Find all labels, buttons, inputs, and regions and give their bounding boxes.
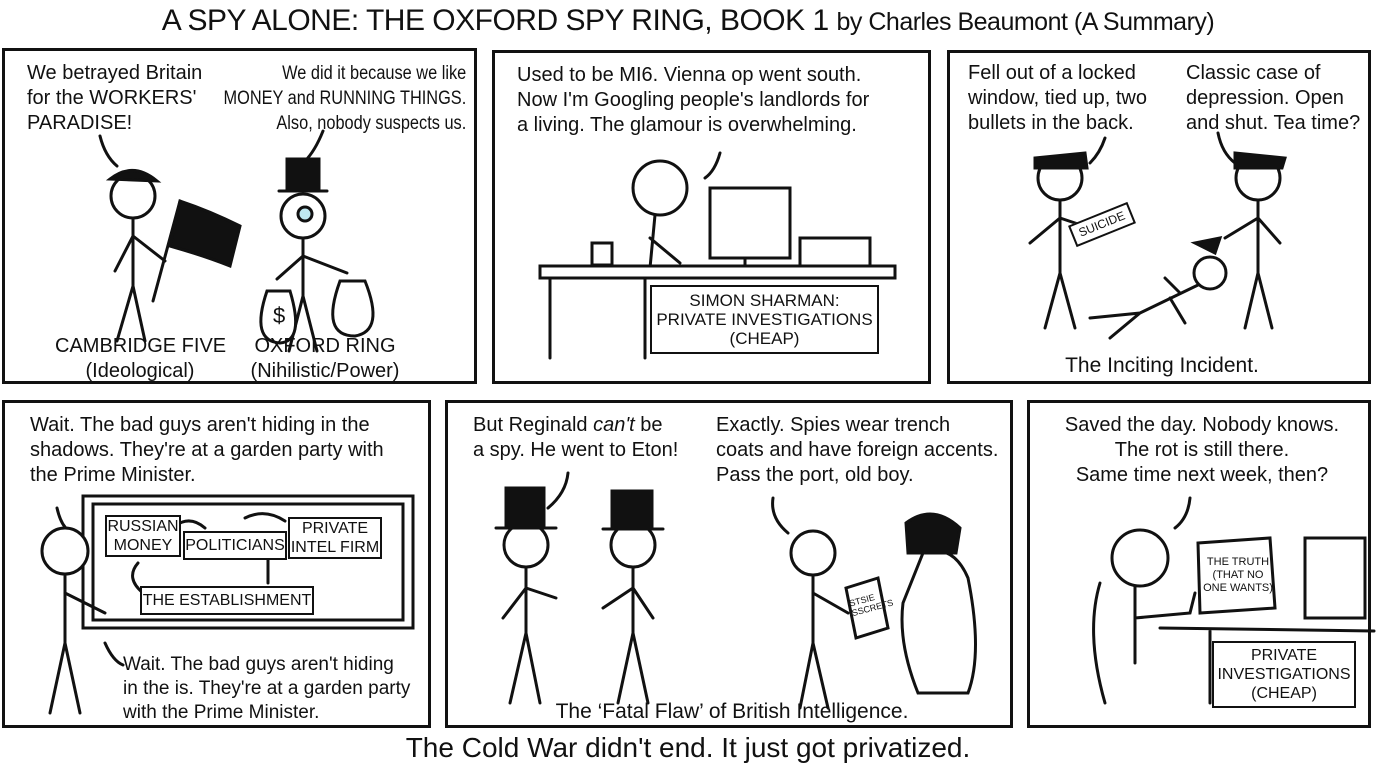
speech-saved-the-day: Saved the day. Nobody knows. The rot is … xyxy=(1064,414,1340,486)
title-byline: by Charles Beaumont (A Summary) xyxy=(836,8,1215,36)
panel-4: Wait. The bad guys aren't hiding in the … xyxy=(2,400,431,728)
truth-folder-label: THE TRUTH (THAT NO ONE WANTS) xyxy=(1203,556,1273,594)
police-cap-icon xyxy=(1033,151,1089,170)
panel-1-drawing xyxy=(98,129,375,353)
panel-2-drawing xyxy=(538,151,897,360)
sign-private-investigations: PRIVATE INVESTIGATIONS (CHEAP) xyxy=(1212,641,1356,708)
speech-officer-right: Classic case of depression. Open and shu… xyxy=(1186,62,1361,134)
panel-6-drawing xyxy=(1092,496,1376,705)
panel-4-drawing xyxy=(40,494,415,715)
title-main: A SPY ALONE: THE OXFORD SPY RING, BOOK 1 xyxy=(161,4,829,37)
panel-3: Fell out of a locked window, tied up, tw… xyxy=(947,50,1371,384)
hammer-sickle-flag-icon xyxy=(168,199,242,269)
sign-private-investigations: SIMON SHARMAN: PRIVATE INVESTIGATIONS (C… xyxy=(650,285,879,354)
secret-folder-icon xyxy=(844,576,890,640)
speech-exactly: Exactly. Spies wear trench coats and hav… xyxy=(716,414,999,486)
dollar-sign-icon: $ xyxy=(273,303,286,328)
panel-6: Saved the day. Nobody knows. The rot is … xyxy=(1027,400,1376,728)
panel-5-drawing xyxy=(494,471,977,710)
truth-folder-icon xyxy=(1196,536,1277,615)
speech-reginald: But Reginald can't be a spy. He went to … xyxy=(473,414,679,461)
caption-inciting-incident: The Inciting Incident. xyxy=(1065,354,1259,377)
speech-bottom: Wait. The bad guys aren't hiding in the … xyxy=(123,654,411,723)
comic-title: A SPY ALONE: THE OXFORD SPY RING, BOOK 1… xyxy=(0,4,1376,38)
paper-stack-icon xyxy=(798,236,872,268)
speech-oxford: We did it because we like MONEY and RUNN… xyxy=(223,63,466,134)
speech-cambridge: We betrayed Britain for the WORKERS' PAR… xyxy=(27,62,203,134)
police-cap-icon xyxy=(1233,151,1287,170)
label-cambridge-five: CAMBRIDGE FIVE (Ideological) xyxy=(55,335,227,382)
top-hat-icon xyxy=(285,157,321,193)
caption-fatal-flaw: The ‘Fatal Flaw’ of British Intelligence… xyxy=(555,700,909,723)
rubber-stamp-icon xyxy=(1190,236,1223,256)
desk xyxy=(538,264,897,280)
board-politicians: POLITICIANS xyxy=(183,531,287,560)
chair xyxy=(1092,581,1107,705)
stick-figure-head xyxy=(631,159,689,217)
speech-top: Wait. The bad guys aren't hiding in the … xyxy=(30,414,384,486)
panel-5: But Reginald can't be a spy. He went to … xyxy=(445,400,1013,728)
panel-2: Used to be MI6. Vienna op went south. No… xyxy=(492,50,931,384)
crown-bag-icon xyxy=(331,279,375,338)
board-the-establishment: THE ESTABLISHMENT xyxy=(140,586,314,615)
money-bag-icon xyxy=(259,289,298,345)
bear xyxy=(900,549,977,695)
beret-icon xyxy=(105,169,162,183)
coffee-mug-icon xyxy=(590,241,614,267)
top-hat-icon xyxy=(504,486,546,530)
speech-officer-left: Fell out of a locked window, tied up, tw… xyxy=(968,62,1147,134)
ushanka-hat-icon xyxy=(904,512,962,555)
computer-monitor-icon xyxy=(708,186,792,260)
body-head xyxy=(1192,255,1228,291)
board-russian-money: RUSSIAN MONEY xyxy=(105,515,181,557)
speech-simon: Used to be MI6. Vienna op went south. No… xyxy=(517,64,870,136)
panel-3-drawing xyxy=(1028,131,1287,340)
comic-caption: The Cold War didn't end. It just got pri… xyxy=(405,732,971,763)
top-hat-icon xyxy=(610,489,654,531)
computer-monitor-icon xyxy=(1303,536,1367,620)
panel-1: We betrayed Britain for the WORKERS' PAR… xyxy=(2,48,477,384)
board-private-intel-firm: PRIVATE INTEL FIRM xyxy=(288,517,382,559)
label-oxford-ring: OXFORD RING (Nihilistic/Power) xyxy=(250,335,400,382)
